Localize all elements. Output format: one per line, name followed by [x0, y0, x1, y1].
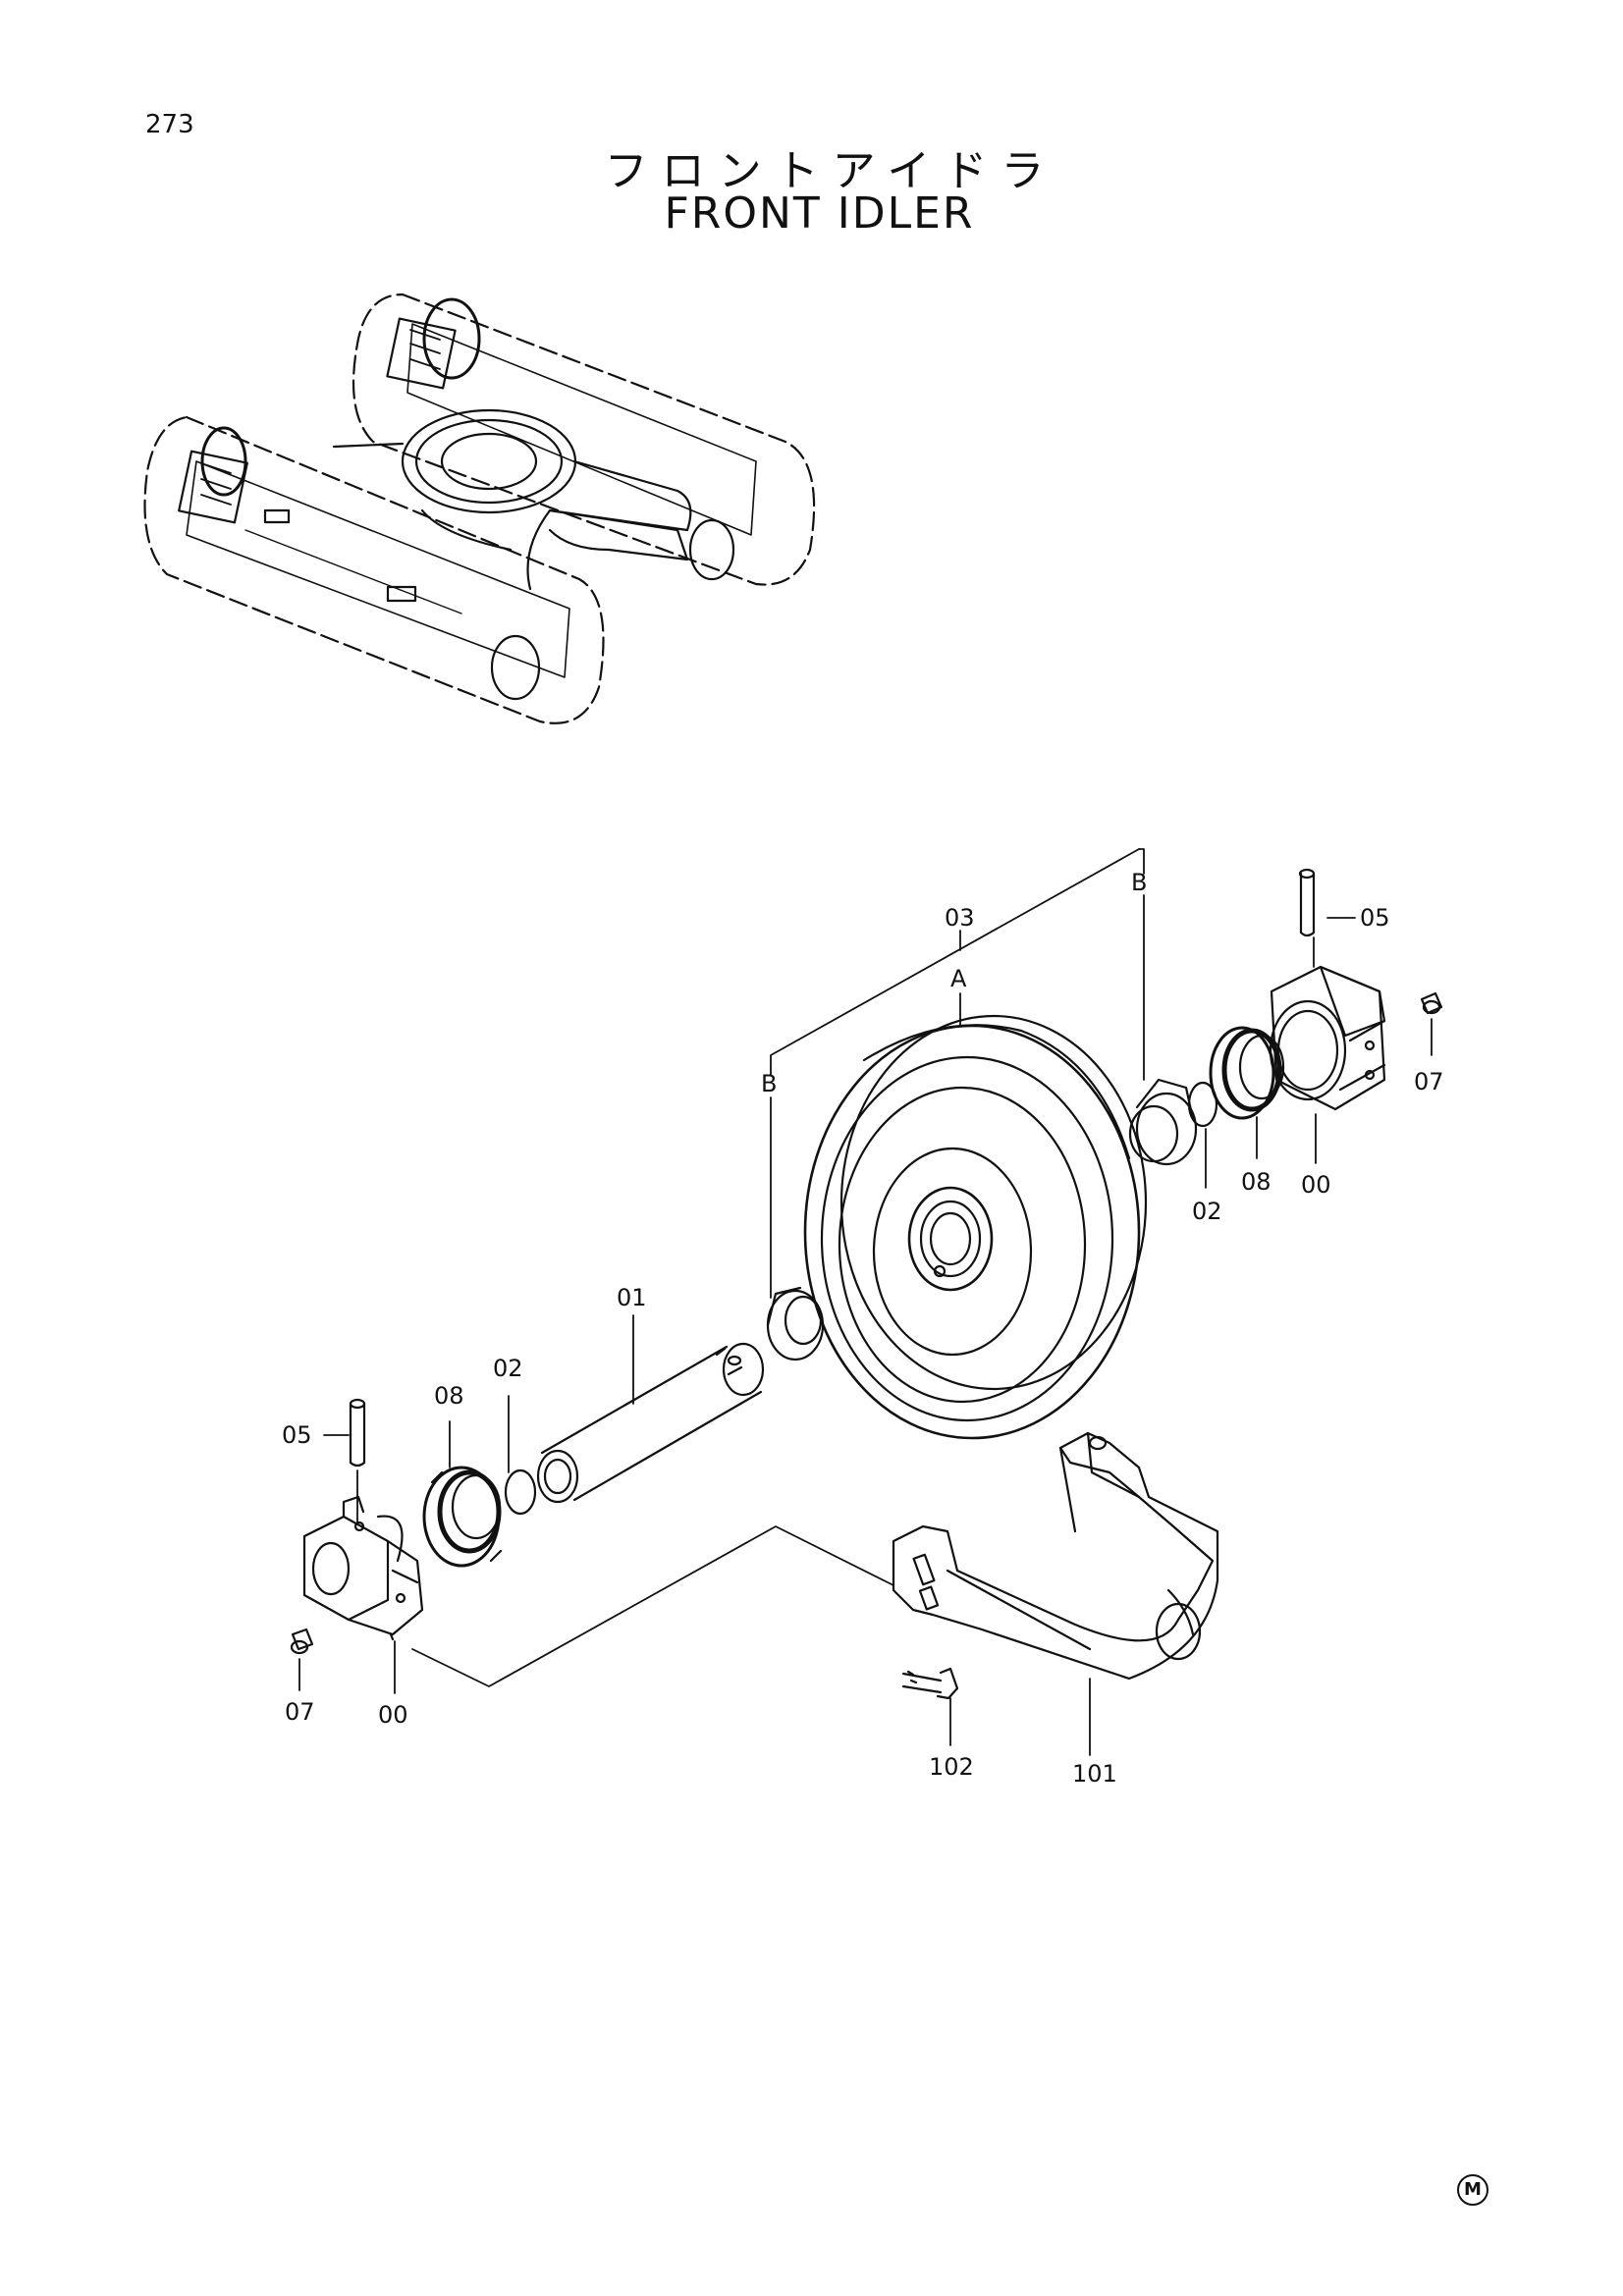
bolt	[901, 1667, 959, 1700]
callout-03: 03	[945, 904, 975, 932]
bearing-block-right	[1269, 965, 1386, 1111]
undercarriage-overview	[143, 293, 816, 724]
idler-support-bracket	[892, 1431, 1219, 1681]
set-screw-left	[290, 1628, 314, 1655]
bearing-block-left	[302, 1495, 424, 1641]
callout-A: A	[950, 965, 967, 992]
o-ring-right	[1187, 1081, 1218, 1128]
pin-left	[349, 1398, 366, 1468]
set-screw-right	[1420, 991, 1443, 1015]
callout-00-left: 00	[378, 1701, 408, 1729]
callout-05-left: 05	[282, 1421, 312, 1449]
callout-B-right: B	[1131, 869, 1147, 896]
floating-seal-right	[1209, 1026, 1285, 1120]
idler-shaft	[536, 1342, 765, 1504]
callout-02-right: 02	[1192, 1198, 1222, 1225]
callout-08-left: 08	[434, 1382, 464, 1410]
o-ring-left	[504, 1468, 537, 1516]
callout-B-left: B	[761, 1070, 777, 1097]
page-number: 273	[145, 110, 194, 139]
callout-101: 101	[1072, 1760, 1117, 1788]
page-title: FRONT IDLER	[664, 188, 975, 239]
leader-lines	[298, 848, 1433, 1756]
callout-07-left: 07	[285, 1698, 315, 1726]
callout-07-right: 07	[1414, 1068, 1444, 1095]
callout-02-left: 02	[493, 1355, 523, 1382]
page-title-japanese: フロントアイドラ	[604, 146, 1058, 196]
thrust-washer-left	[766, 1286, 825, 1362]
callout-08-right: 08	[1241, 1168, 1271, 1196]
callout-01: 01	[617, 1284, 647, 1311]
floating-seal-left	[422, 1466, 503, 1568]
idler-wheel	[803, 1014, 1148, 1440]
pin-right	[1298, 868, 1316, 937]
callout-102: 102	[929, 1753, 974, 1781]
corner-mark-symbol: M	[1457, 2174, 1488, 2206]
callout-00-right: 00	[1301, 1171, 1331, 1199]
callout-05-right: 05	[1360, 904, 1390, 932]
